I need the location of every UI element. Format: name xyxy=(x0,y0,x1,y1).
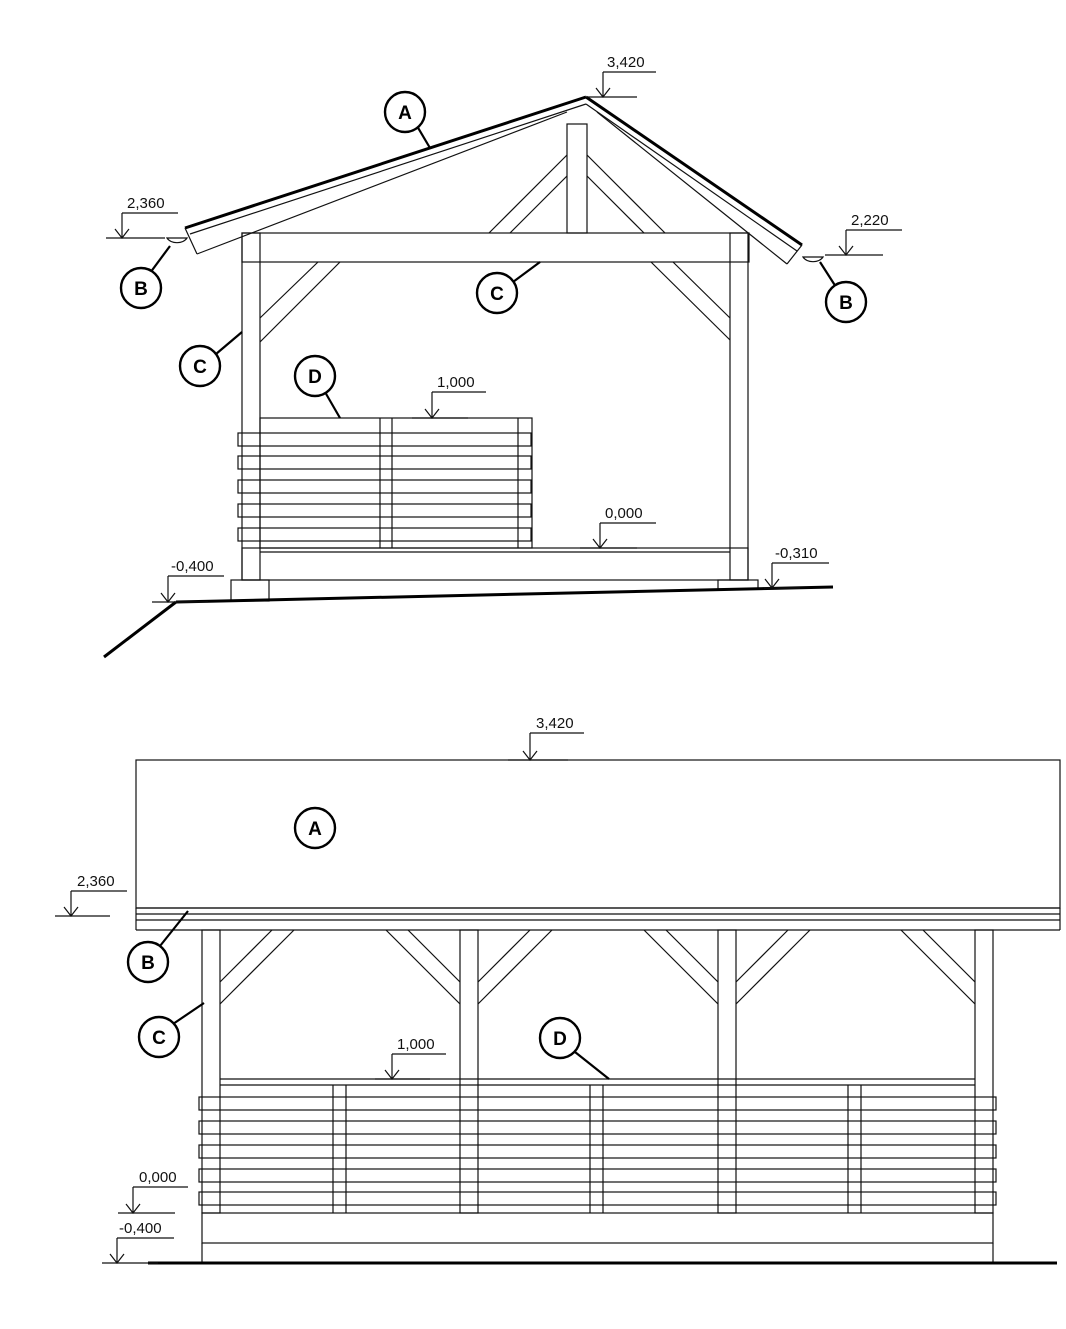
side-elevation xyxy=(103,95,834,659)
marker-b-side-right: B xyxy=(819,261,868,324)
marker-c-side-post-label: C xyxy=(193,357,207,378)
level-text-eave-front: 2,360 xyxy=(77,873,115,890)
level-mark-eave-right-side: 2,220 xyxy=(825,212,902,256)
marker-c-front-label: C xyxy=(152,1028,166,1049)
front-roof xyxy=(135,759,1061,909)
level-mark-eave-left-side: 2,360 xyxy=(106,195,178,239)
front-floor xyxy=(201,1212,994,1263)
level-mark-ground-left-side: -0,400 xyxy=(152,558,224,603)
level-text-floor-front: 0,000 xyxy=(139,1169,177,1186)
side-beam xyxy=(241,232,750,263)
side-railing xyxy=(237,417,533,549)
marker-c-front: C xyxy=(137,1002,205,1059)
level-mark-floor-front: 0,000 xyxy=(118,1169,188,1214)
marker-a-side: A xyxy=(383,90,431,149)
level-text-floor-side: 0,000 xyxy=(605,505,643,522)
marker-b-side-right-label: B xyxy=(839,293,853,314)
side-ground xyxy=(103,585,834,659)
marker-c-side-beam: C xyxy=(475,261,541,315)
level-text-ridge-front: 3,420 xyxy=(536,715,574,732)
marker-d-front: D xyxy=(538,1016,610,1080)
level-mark-rail-front: 1,000 xyxy=(375,1036,446,1080)
side-post-right xyxy=(729,232,749,581)
marker-b-side-left: B xyxy=(119,245,171,310)
marker-d-side-label: D xyxy=(308,367,322,388)
side-gutter-left xyxy=(165,237,189,244)
front-railing xyxy=(198,1078,997,1213)
marker-a-front: A xyxy=(293,806,337,850)
marker-c-side-beam-label: C xyxy=(490,284,504,305)
side-braces xyxy=(259,261,731,343)
marker-b-side-left-label: B xyxy=(134,279,148,300)
marker-b-front: B xyxy=(126,910,189,984)
level-mark-ridge-front: 3,420 xyxy=(508,715,584,761)
level-text-ridge-side: 3,420 xyxy=(607,54,645,71)
level-text-rail-side: 1,000 xyxy=(437,374,475,391)
front-braces xyxy=(219,929,976,1005)
level-mark-eave-front: 2,360 xyxy=(55,873,127,917)
front-fascia xyxy=(135,907,1061,931)
marker-a-side-label: A xyxy=(398,103,412,124)
level-text-rail-front: 1,000 xyxy=(397,1036,435,1053)
front-posts xyxy=(201,929,994,1214)
level-mark-ground-front: -0,400 xyxy=(102,1220,174,1264)
side-floor xyxy=(241,547,749,581)
level-text-eave-left-side: 2,360 xyxy=(127,195,165,212)
level-text-ground-left-side: -0,400 xyxy=(171,558,214,575)
level-text-ground-right-side: -0,310 xyxy=(775,545,818,562)
front-elevation xyxy=(135,759,1061,1265)
level-mark-ground-right-side: -0,310 xyxy=(764,545,829,589)
side-roof xyxy=(184,95,803,265)
marker-a-front-label: A xyxy=(308,819,322,840)
marker-d-front-label: D xyxy=(553,1029,567,1050)
level-mark-ridge-side: 3,420 xyxy=(586,54,656,98)
level-text-eave-right-side: 2,220 xyxy=(851,212,889,229)
side-king-post xyxy=(488,123,666,234)
marker-c-side-post: C xyxy=(178,331,243,388)
level-text-ground-front: -0,400 xyxy=(119,1220,162,1237)
marker-b-front-label: B xyxy=(141,953,155,974)
level-mark-rail-side: 1,000 xyxy=(412,374,486,419)
level-mark-floor-side: 0,000 xyxy=(580,505,656,549)
side-gutter-right xyxy=(801,256,825,263)
marker-d-side: D xyxy=(293,354,341,419)
